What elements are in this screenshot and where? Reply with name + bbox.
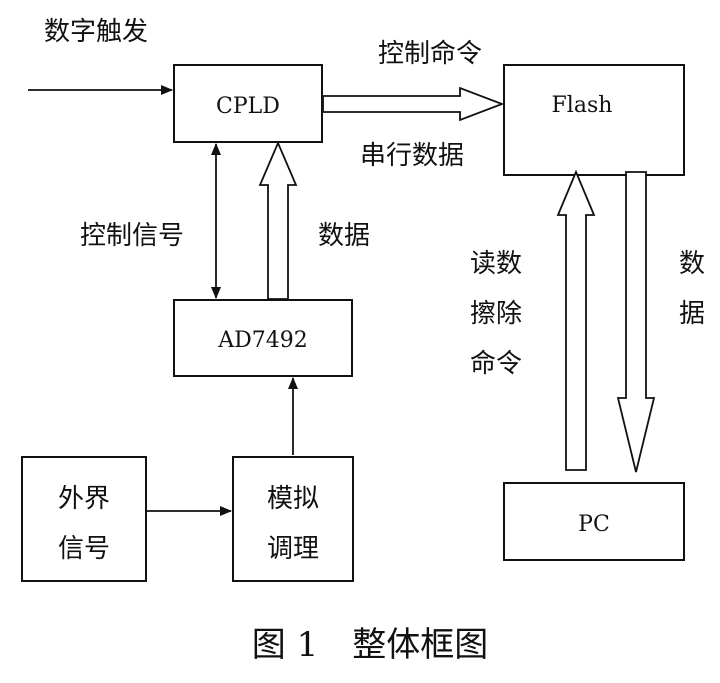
- read-erase-hollow-arrow-up: [556, 169, 596, 471]
- control-signal-label: 控制信号: [80, 221, 184, 251]
- cpld-label: CPLD: [216, 94, 280, 119]
- external-signal-block: 外界 信号: [21, 456, 147, 582]
- flash-block: Flash: [503, 64, 685, 176]
- external-signal-label-1: 外界: [58, 484, 110, 514]
- ad7492-label: AD7492: [217, 328, 308, 353]
- data-label-right-2: 据: [679, 299, 705, 329]
- data-label-right-1: 数: [679, 249, 705, 279]
- cpld-block: CPLD: [173, 64, 323, 143]
- read-erase-command-label-1: 读数: [470, 249, 522, 279]
- data-label-mid: 数据: [318, 221, 370, 251]
- control-command-label: 控制命令: [378, 39, 482, 69]
- data-hollow-arrow-up: [258, 140, 298, 300]
- digital-trigger-label: 数字触发: [44, 17, 148, 47]
- ad7492-block: AD7492: [173, 299, 353, 377]
- read-erase-command-label-2: 擦除: [470, 299, 522, 329]
- command-data-hollow-arrow: [322, 86, 505, 122]
- external-signal-label-2: 信号: [58, 534, 110, 564]
- analog-conditioning-label-2: 调理: [267, 534, 319, 564]
- analog-conditioning-block: 模拟 调理: [232, 456, 354, 582]
- read-erase-command-label-3: 命令: [470, 349, 522, 379]
- data-hollow-arrow-down: [616, 171, 656, 473]
- analog-conditioning-label-1: 模拟: [267, 484, 319, 514]
- serial-data-label: 串行数据: [360, 141, 464, 171]
- pc-block: PC: [503, 482, 685, 561]
- pc-label: PC: [578, 512, 610, 537]
- flash-label: Flash: [552, 93, 613, 118]
- figure-caption: 图 1 整体框图: [252, 625, 488, 665]
